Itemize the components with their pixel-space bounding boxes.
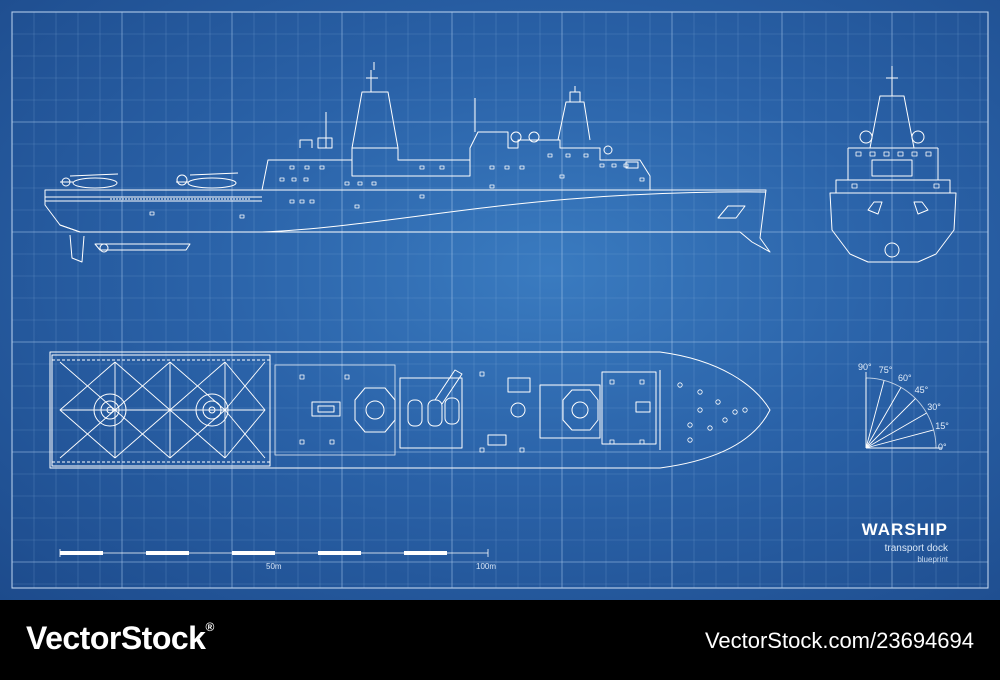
scale-bar [59, 549, 489, 557]
title-block: WARSHIP transport dock blueprint [862, 520, 948, 564]
angle-label: 60° [898, 372, 912, 383]
angle-label: 0° [938, 442, 947, 452]
angle-label: 15° [935, 421, 949, 432]
watermark-site: VectorStock.com/23694694 [704, 628, 974, 653]
radar-mast-top [562, 389, 599, 431]
aft-mast-tower [557, 101, 591, 141]
blueprint-canvas: 50m 100m 90° 75° 60°45° 30° 15° 0° WARSHIP tr… [0, 0, 1000, 600]
forward-mast-tower [351, 91, 399, 149]
helipad-icon [93, 393, 127, 427]
ship-top-view [49, 351, 771, 469]
drawing-caption: blueprint [917, 555, 948, 564]
frame-border [11, 11, 989, 589]
helipad-icon [195, 393, 229, 427]
watermark-bar: VectorStock® VectorStock.com/23694694 [0, 600, 1000, 680]
ship-front-view [829, 66, 957, 263]
ship-side-view [44, 62, 771, 263]
angle-label: 45° [914, 385, 929, 396]
angle-label: 75° [878, 364, 893, 375]
drawing-subtitle: transport dock [884, 543, 948, 554]
angle-label: 90° [858, 362, 872, 372]
angle-gauge [865, 372, 942, 449]
helicopter-icon [60, 173, 119, 189]
watermark-brand: VectorStock® [26, 620, 214, 657]
helicopter-icon [176, 172, 239, 189]
angle-label: 30° [927, 402, 941, 412]
registered-mark: ® [205, 620, 214, 634]
drawing-title: WARSHIP [861, 520, 948, 539]
scale-label-50m: 50m [266, 562, 282, 571]
watermark-brand-name: VectorStock [26, 620, 206, 656]
scale-label-100m: 100m [476, 562, 497, 571]
grid-background [11, 11, 989, 589]
radar-mast-top [354, 387, 396, 433]
